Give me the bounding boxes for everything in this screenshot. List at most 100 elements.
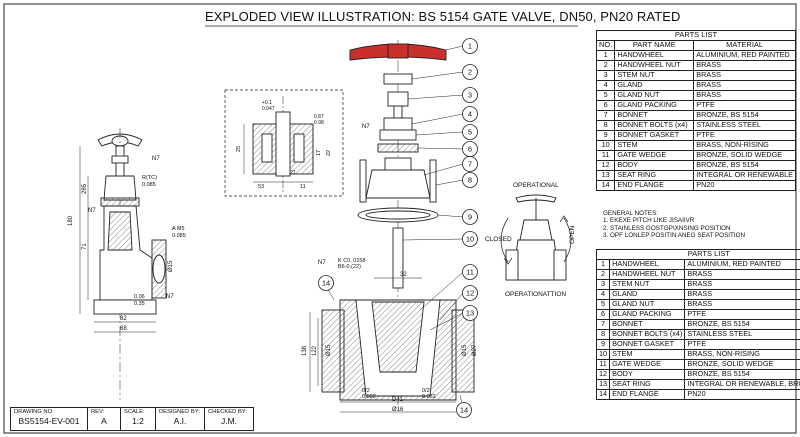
parts-list-material: BRASS	[693, 90, 796, 101]
parts-list-2-part-name: GLAND	[609, 289, 686, 300]
col-material: MATERIAL	[693, 40, 796, 51]
parts-list-2-no: 3	[595, 279, 611, 290]
sheet-border	[3, 3, 797, 434]
general-notes: GENERAL NOTES: 1. EKEXE PITCH LIKE JISAI…	[603, 210, 745, 240]
parts-list-part-name: HANDWHEEL	[614, 50, 695, 61]
left-view-labels: 180 285 71 82 68 Ø15 0.06 0.35 N7 R(TC) …	[68, 156, 186, 332]
parts-list-part-name: GLAND PACKING	[614, 100, 695, 111]
parts-list-2-material: PTFE	[684, 309, 800, 320]
dim-d15-a: Ø15	[326, 344, 332, 356]
dim-006: 0.06	[134, 294, 145, 300]
parts-list-2-no: 1	[595, 259, 611, 270]
parts-list-2-heading: PARTS LIST	[596, 249, 800, 260]
parts-list-part-name: GATE WEDGE	[614, 150, 695, 161]
parts-list-material: BRONZE, BS 5154	[693, 160, 796, 171]
parts-list-part-name: BONNET GASKET	[614, 130, 695, 141]
dim-82: 82	[120, 316, 127, 322]
parts-list-no: 3	[595, 70, 616, 81]
parts-list-2-no: 13	[595, 379, 611, 390]
designed-value: A.I.	[173, 416, 187, 426]
parts-list-2-part-name: HANDWHEEL NUT	[609, 269, 686, 280]
balloon-7: 7	[462, 156, 478, 172]
callout-b6: B6-0,(22)	[338, 264, 361, 270]
checked-value: J.M.	[220, 416, 238, 426]
detail-view-labels: 25 53 21 11 17 22 +0.1 0.047 0.87 0.98	[236, 100, 332, 190]
parts-list-2-part-name: GLAND PACKING	[609, 309, 686, 320]
col-part-name: PART NAME	[614, 40, 695, 51]
callout-087: 0.87	[314, 114, 324, 120]
parts-list-2-no: 7	[595, 319, 611, 330]
parts-list-2-heading-row: PARTS LIST	[596, 249, 800, 260]
parts-list-material: PTFE	[693, 100, 796, 111]
parts-list-no: 2	[595, 60, 616, 71]
parts-list-part-name: STEM NUT	[614, 70, 695, 81]
balloon-2: 2	[462, 64, 478, 80]
balloon-14: 14	[318, 275, 334, 291]
drawing-no-label: DRAWING NO:	[14, 409, 54, 415]
dim-d27: Ø27	[472, 344, 478, 356]
callout-n7-section: N7	[318, 260, 326, 266]
parts-list-part-name: GLAND NUT	[614, 90, 695, 101]
dim-68: 68	[120, 326, 127, 332]
parts-list-no: 1	[595, 50, 616, 61]
parts-list-2-no: 4	[595, 289, 611, 300]
scale-cell: SCALE: 1:2	[120, 407, 156, 431]
rev-label: REV:	[91, 409, 105, 415]
balloon-leaders	[325, 45, 464, 409]
balloon-6: 6	[462, 141, 478, 157]
parts-list-material: BRASS	[693, 80, 796, 91]
rev-value: A	[101, 416, 107, 426]
parts-list-part-name: BONNET BOLTS (x4)	[614, 120, 695, 131]
parts-list-2-part-name: STEM NUT	[609, 279, 686, 290]
callout-0047: 0.047	[262, 106, 275, 112]
balloon-4: 4	[462, 106, 478, 122]
balloon-5: 5	[462, 124, 478, 140]
parts-list-columns-row: NO. PART NAME MATERIAL	[595, 40, 796, 51]
callout-0032: 0.032	[422, 394, 436, 400]
parts-list-2-material: BRASS, NON-RISING	[684, 349, 800, 360]
designed-label: DESIGNED BY:	[159, 409, 200, 415]
general-note-2: 2. STAINLESS GOSTGP\XNSING POSITION	[603, 224, 731, 232]
balloon-3: 3	[462, 87, 478, 103]
general-note-1: 1. EKEXE PITCH LIKE JISAIIVR	[603, 217, 695, 225]
dim-285: 285	[82, 183, 88, 194]
parts-list-part-name: END FLANGE	[614, 180, 695, 191]
parts-list-2-part-name: BONNET GASKET	[609, 339, 686, 350]
parts-list-material: BRONZE, BS 5154	[693, 110, 796, 121]
parts-list-2-no: 11	[595, 359, 611, 370]
parts-list-2-part-name: BONNET	[609, 319, 686, 330]
parts-list-2-material: PTFE	[684, 339, 800, 350]
dim-122: 122	[312, 345, 318, 356]
title-block: DRAWING NO: BS5154-EV-001 REV: A SCALE: …	[10, 407, 254, 431]
parts-list-2-material: BRONZE, BS 5154	[684, 319, 800, 330]
detail-view	[224, 89, 344, 197]
parts-list-2-part-name: HANDWHEEL	[609, 259, 686, 270]
parts-list-no: 9	[595, 130, 616, 141]
parts-list-2-no: 14	[595, 389, 611, 400]
parts-list-material: STAINLESS STEEL	[693, 120, 796, 131]
callout-rtc: R(TC)	[142, 175, 157, 181]
rev-cell: REV: A	[87, 407, 121, 431]
exploded-components	[309, 40, 475, 413]
parts-list-no: 4	[595, 80, 616, 91]
section-view-labels: 32 138 122 Ø15 Ø15 Ø27 D41 Ø16 K C0, 015…	[302, 124, 478, 413]
drawing-title: EXPLODED VIEW ILLUSTRATION: BS 5154 GATE…	[205, 9, 681, 24]
parts-list-no: 10	[595, 140, 616, 151]
balloon-number: 14	[460, 406, 468, 415]
parts-list-part-name: HANDWHEEL NUT	[614, 60, 695, 71]
